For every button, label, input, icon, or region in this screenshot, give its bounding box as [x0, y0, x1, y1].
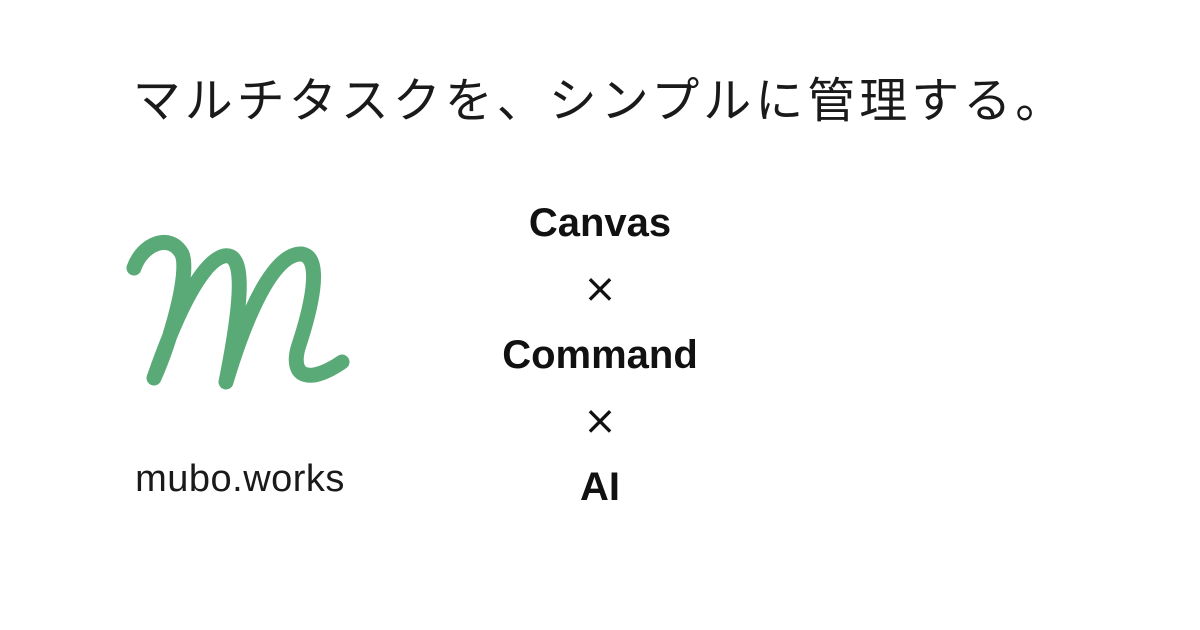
times-separator-1: ×	[583, 266, 617, 312]
times-separator-2: ×	[583, 398, 617, 444]
formula-stack: Canvas × Command × AI	[420, 190, 780, 520]
script-m-logo-icon	[120, 222, 360, 412]
formula-term-canvas: Canvas	[528, 201, 672, 245]
formula-term-ai: AI	[580, 465, 620, 509]
logo-brush-stroke	[126, 235, 350, 390]
formula-term-command: Command	[502, 333, 698, 377]
headline: マルチタスクを、シンプルに管理する。	[132, 73, 1068, 129]
brand-name: mubo.works	[135, 458, 345, 500]
